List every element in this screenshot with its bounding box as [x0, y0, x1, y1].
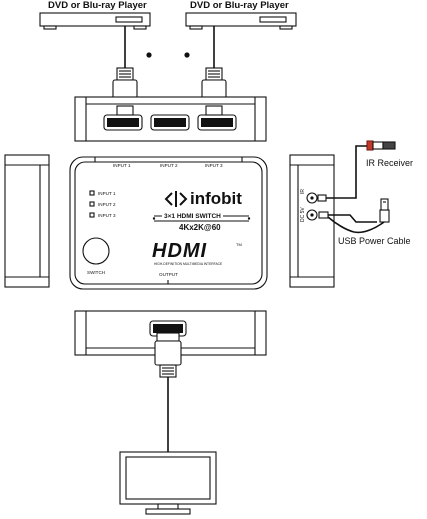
led-label-1: INPUT 1: [98, 191, 116, 196]
hdmi-trademark: TM: [236, 242, 242, 247]
led-label-3: INPUT 3: [98, 213, 116, 218]
model-line: 3×1 HDMI SWITCH: [162, 213, 223, 220]
dot-marker: [146, 52, 152, 58]
switch-right-side-view: [289, 154, 335, 288]
ir-receiver-icon: [317, 140, 396, 202]
usb-cable-label: USB Power Cable: [338, 236, 411, 246]
led-label-2: INPUT 2: [98, 202, 116, 207]
power-port-label: DC 5V: [300, 207, 306, 222]
monitor-icon: [119, 451, 217, 515]
dvd-player-left: [39, 12, 151, 30]
brand-name: infobit: [190, 189, 242, 208]
hdmi-cable-output: [154, 332, 182, 452]
hdmi-logo: HDMI: [152, 240, 208, 262]
source-label-1: DVD or Blu-ray Player: [48, 0, 147, 11]
resolution-label: 4Kx2K@60: [179, 223, 221, 232]
ir-receiver-label: IR Receiver: [366, 158, 414, 168]
switch-button-label: SWITCH: [87, 270, 106, 275]
source-label-2: DVD or Blu-ray Player: [190, 0, 289, 11]
hdmi-tagline: HIGH-DEFINITION MULTIMEDIA INTERFACE: [154, 262, 223, 266]
switch-input-side-view: [74, 96, 267, 142]
output-label: OUTPUT: [159, 272, 178, 277]
top-port-label-2: INPUT 2: [160, 163, 178, 168]
switch-left-side-view: [4, 154, 50, 288]
top-port-label-3: INPUT 3: [205, 163, 223, 168]
top-port-label-1: INPUT 1: [113, 163, 131, 168]
dvd-player-right: [185, 12, 297, 30]
switch-front-view: [69, 156, 268, 290]
dot-marker: [184, 52, 190, 58]
infobit-logo-icon: [164, 191, 188, 207]
ir-port-label: IR: [300, 189, 306, 194]
usb-plug-icon: [318, 198, 390, 234]
